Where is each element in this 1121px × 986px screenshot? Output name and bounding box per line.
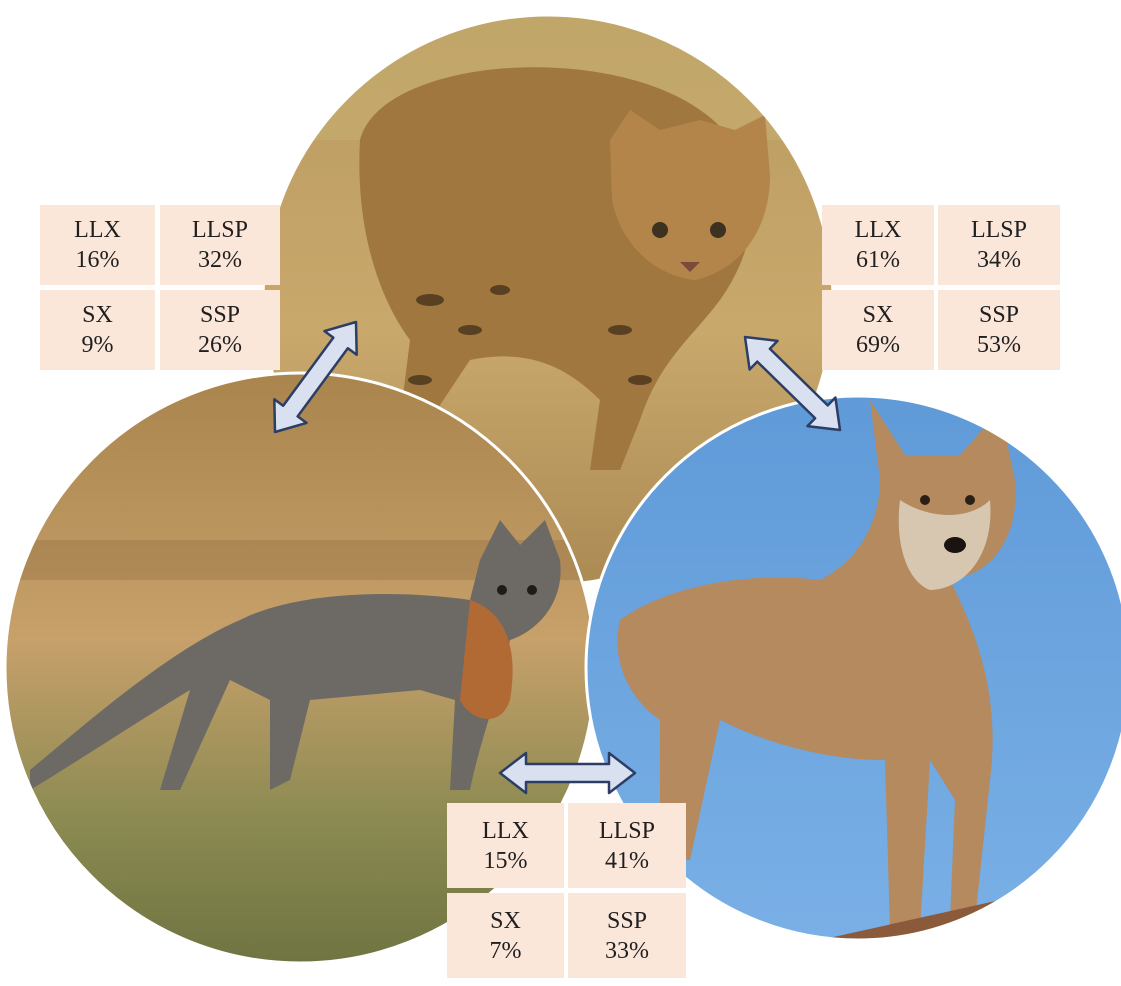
- cell-value: 15%: [482, 846, 529, 876]
- cell-label: LLSP: [599, 816, 655, 846]
- cell-value: 33%: [605, 936, 649, 966]
- cell-value: 61%: [855, 245, 902, 275]
- cell-value: 9%: [82, 330, 114, 360]
- cell-value: 16%: [74, 245, 121, 275]
- cell-label: SSP: [977, 300, 1021, 330]
- cell-label: LLSP: [192, 215, 248, 245]
- cell-value: 41%: [599, 846, 655, 876]
- cell-label: LLX: [74, 215, 121, 245]
- cell-label: LLX: [855, 215, 902, 245]
- cell-value: 32%: [192, 245, 248, 275]
- cell-value: 26%: [198, 330, 242, 360]
- cell-label: SSP: [198, 300, 242, 330]
- cell-label: SX: [490, 906, 522, 936]
- cell-label: LLSP: [971, 215, 1027, 245]
- cell-label: SX: [856, 300, 900, 330]
- cell-value: 53%: [977, 330, 1021, 360]
- cell-value: 34%: [971, 245, 1027, 275]
- cell-value: 69%: [856, 330, 900, 360]
- cell-label: LLX: [482, 816, 529, 846]
- cell-label: SSP: [605, 906, 649, 936]
- cell-label: SX: [82, 300, 114, 330]
- cell-value: 7%: [490, 936, 522, 966]
